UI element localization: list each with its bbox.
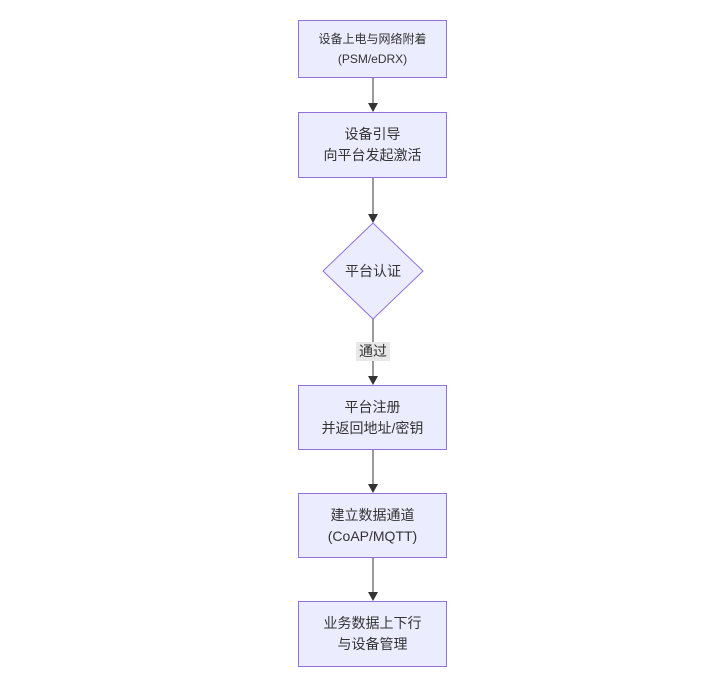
edge-auth-to-register-arrowhead-icon: [368, 376, 378, 385]
node-data-channel: 建立数据通道 (CoAP/MQTT): [298, 493, 447, 558]
node-data-channel-line1: 建立数据通道: [330, 506, 415, 523]
node-power-attach-line2: (PSM/eDRX): [337, 52, 408, 66]
node-power-attach-line1: 设备上电与网络附着: [318, 32, 427, 46]
node-platform-auth-line1: 平台认证: [345, 263, 401, 279]
edge-channel-to-business-arrowhead-icon: [368, 592, 378, 601]
edge-power-to-bootstrap-arrowhead-icon: [368, 103, 378, 112]
node-business-data-line1: 业务数据上下行: [323, 615, 422, 631]
node-platform-auth-label: 平台认证: [323, 250, 423, 292]
edge-bootstrap-to-auth-arrowhead-icon: [368, 214, 378, 223]
edge-label-pass: 通过: [356, 342, 390, 361]
node-business-data-line2: 与设备管理: [337, 636, 408, 652]
edge-register-to-channel-arrowhead-icon: [368, 484, 378, 493]
node-register-line1: 平台注册: [344, 398, 401, 415]
node-bootstrap-line2: 向平台发起激活: [323, 147, 422, 163]
node-bootstrap-line1: 设备引导: [344, 126, 401, 142]
node-business-data: 业务数据上下行 与设备管理: [298, 601, 447, 667]
node-register-line2: 并返回地址/密钥: [321, 419, 424, 436]
node-power-attach: 设备上电与网络附着 (PSM/eDRX): [298, 20, 447, 78]
node-register: 平台注册 并返回地址/密钥: [298, 385, 447, 450]
node-bootstrap: 设备引导 向平台发起激活: [298, 112, 447, 178]
node-data-channel-line2: (CoAP/MQTT): [327, 527, 418, 544]
